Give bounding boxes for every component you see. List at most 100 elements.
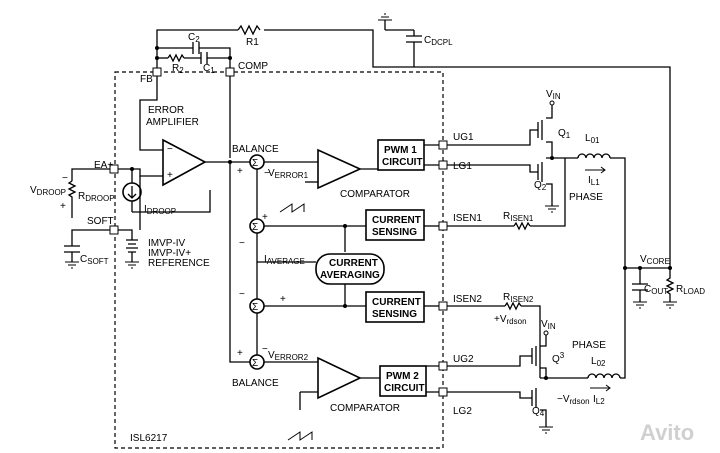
cdcpl-label: CDCPL — [424, 35, 453, 47]
vcore-sense-wire — [264, 29, 671, 268]
iaverage-label: IAVERAGE — [264, 254, 305, 266]
cout-ground-icon — [633, 301, 647, 309]
r1-resistor — [237, 24, 261, 36]
il1-label: IL1 — [588, 175, 600, 187]
pwm1-label-2: CIRCUIT — [382, 157, 423, 168]
rdroop-label: RDROOP — [78, 191, 115, 203]
cs2-label-1: CURRENT — [372, 297, 421, 308]
ramp-2-wire — [299, 391, 318, 410]
q1-mosfet — [537, 105, 553, 158]
ea-label: EA+ — [94, 160, 113, 171]
fb-label: FB — [140, 74, 153, 85]
isen2-sense-wire — [521, 305, 541, 378]
ug2-pin — [438, 361, 448, 371]
cdcpl-top-wire — [384, 20, 414, 31]
fb-pin — [152, 67, 162, 77]
vdroop-label: VDROOP — [30, 185, 66, 197]
summer-1b-sigma: Σ — [252, 222, 258, 233]
summer-2b-plus: + — [280, 294, 286, 305]
l01-inductor — [577, 153, 611, 159]
summer-1b-minus: − — [239, 238, 245, 249]
lg2-pin — [438, 387, 448, 397]
risen1-label: RISEN1 — [503, 211, 534, 223]
q2-ground-icon — [545, 205, 559, 213]
vdroop-plus: + — [60, 201, 66, 212]
ug2-wire — [447, 355, 532, 367]
isen1-sense-wire — [530, 158, 566, 227]
idroop-label: IDROOP — [144, 204, 176, 216]
c2-capacitor — [192, 42, 200, 54]
rload-ground-icon — [663, 301, 677, 309]
junction-dot — [228, 56, 232, 60]
junction-dot — [623, 266, 627, 270]
summer-2-sigma: Σ — [252, 358, 258, 369]
error-amp-label-1: ERROR — [148, 105, 184, 116]
reference-battery-icon — [126, 239, 138, 253]
verror2-label: VERROR2 — [268, 350, 309, 362]
reference-label-3: REFERENCE — [148, 258, 210, 269]
lg2-label: LG2 — [453, 406, 472, 417]
q3-mosfet — [531, 335, 547, 378]
ramp-2-icon — [287, 431, 313, 441]
error-amplifier — [162, 138, 207, 187]
il2-arrow-icon — [590, 384, 611, 392]
q2-label: Q2 — [534, 180, 547, 192]
il1-arrow-icon — [585, 166, 606, 174]
vin-2-terminal — [543, 330, 549, 336]
summer-1b-plus: + — [262, 212, 268, 223]
cout-capacitor — [632, 268, 648, 302]
idroop-arrow-icon — [127, 186, 137, 199]
amp-minus: − — [167, 144, 173, 155]
comparator-1-label: COMPARATOR — [340, 189, 410, 200]
rload-resistor — [665, 268, 675, 302]
idroop-feed-wire — [132, 190, 211, 213]
q4-mosfet — [531, 377, 547, 420]
c1-capacitor — [200, 52, 208, 64]
lg1-label: LG1 — [453, 161, 472, 172]
c2-wire — [157, 47, 231, 68]
risen2-resistor — [504, 301, 522, 311]
ea-external-wire — [71, 168, 110, 181]
rdroop-resistor — [67, 180, 77, 218]
comparator-1 — [317, 148, 362, 190]
isen1-pin — [438, 221, 448, 231]
pwm1-out-wires — [424, 144, 439, 166]
phase-2-label: PHASE — [572, 340, 606, 351]
cs1-label-2: SENSING — [372, 227, 417, 238]
junction-dot — [343, 304, 347, 308]
q4-label: Q4 — [532, 406, 545, 418]
pwm1-label-1: PWM 1 — [384, 145, 417, 156]
vrdson-1-label: +Vrdson — [494, 314, 527, 326]
lg2-wire — [447, 391, 532, 399]
junction-dot — [155, 56, 159, 60]
avg-label-1: CURRENT — [329, 258, 378, 269]
ea-to-amp-wire — [118, 168, 163, 177]
comparator-2 — [317, 356, 362, 400]
soft-internal-wire — [118, 229, 133, 240]
fb-to-amp-wire — [139, 76, 163, 151]
pwm2-label-2: CIRCUIT — [384, 383, 425, 394]
vin-1-terminal — [549, 100, 555, 106]
csoft-ground-icon — [65, 261, 79, 269]
soft-label: SOFT — [87, 216, 114, 227]
cs1-label-1: CURRENT — [372, 215, 421, 226]
avg-label-2: AVERAGING — [320, 270, 380, 281]
soft-external-wire — [71, 229, 110, 246]
vin-1-label: VIN — [546, 89, 561, 101]
q3-label: Q3 — [552, 351, 565, 365]
c2-label: C2 — [188, 32, 200, 44]
vcore-label: VCORE — [640, 254, 670, 266]
c1-label: C1 — [203, 63, 215, 75]
reference-ground-icon — [125, 261, 139, 269]
cdcpl-ground-icon — [378, 13, 392, 21]
r1-wire-left — [156, 29, 238, 68]
csoft-label: CSOFT — [80, 254, 109, 266]
comparator-2-label: COMPARATOR — [330, 403, 400, 414]
vdroop-minus: − — [62, 173, 68, 184]
pwm2-label-1: PWM 2 — [386, 371, 419, 382]
amp-output-down-wire — [229, 162, 250, 363]
l02-out-wire — [620, 268, 626, 379]
vrdson-2-label: −Vrdson — [557, 394, 590, 406]
csoft-capacitor — [64, 245, 80, 253]
